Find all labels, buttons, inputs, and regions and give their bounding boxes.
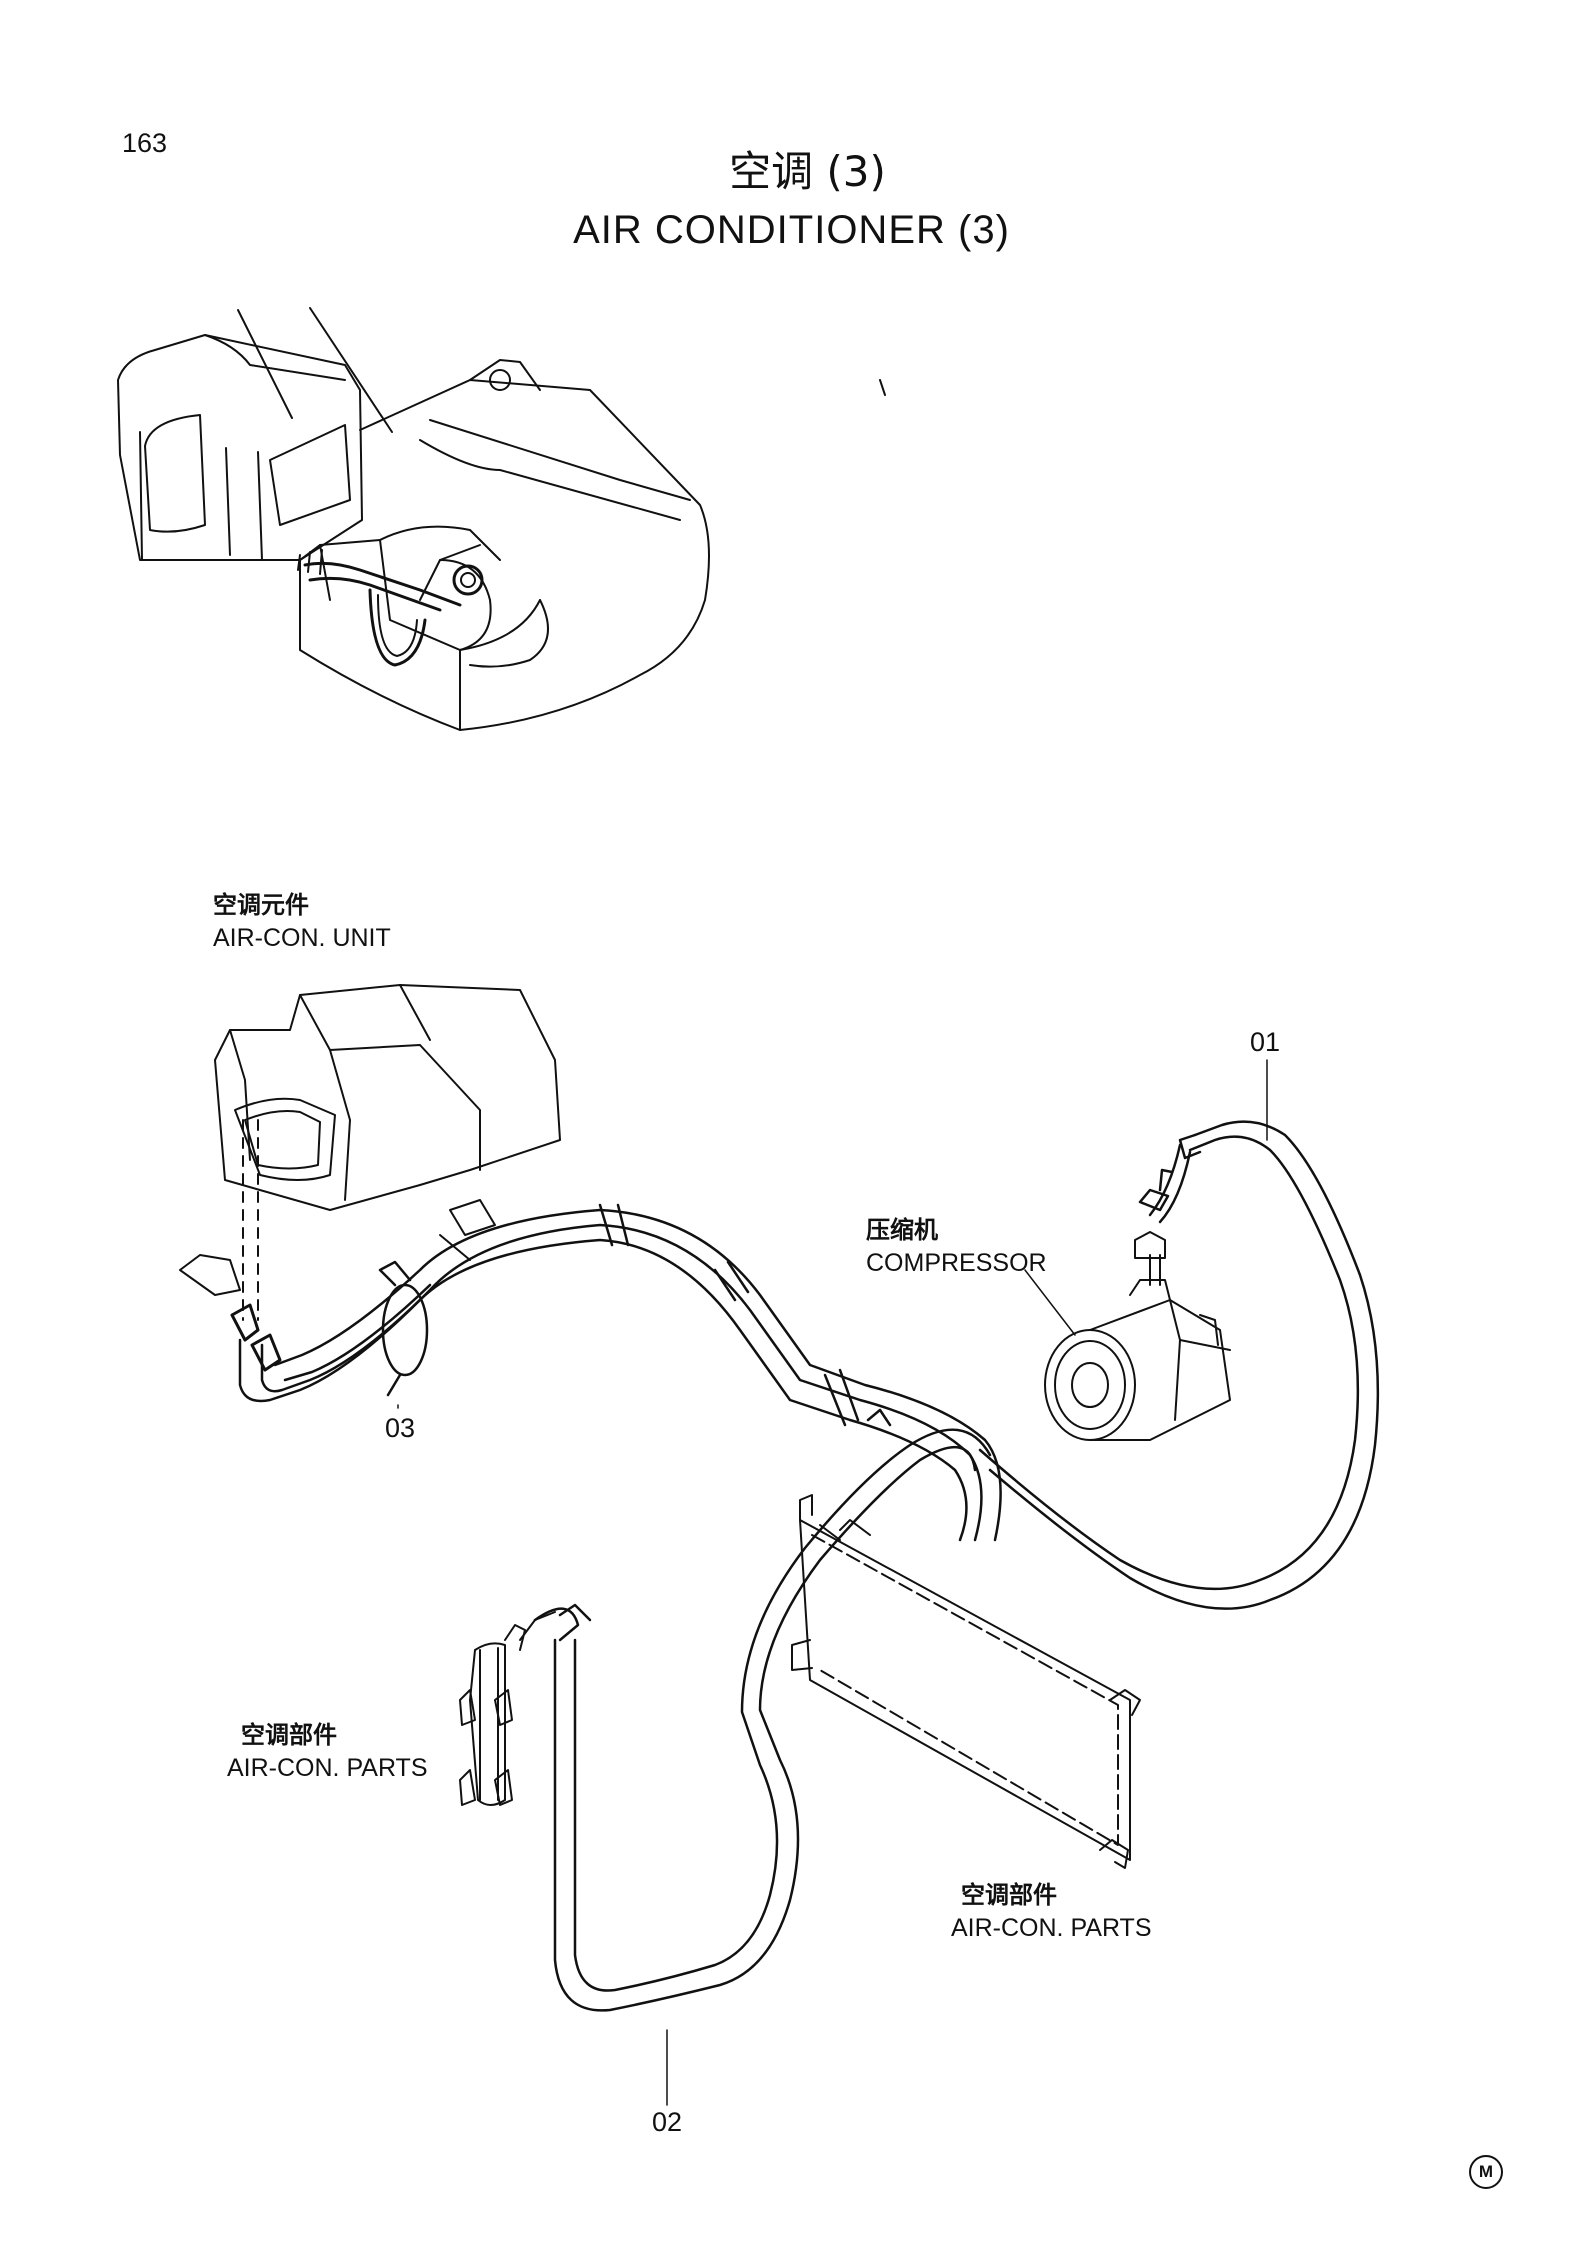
label-air-con-parts-right: 空调部件 AIR-CON. PARTS [951,1880,1152,1945]
title-english: AIR CONDITIONER (3) [573,207,1010,252]
compressor-illustration [1044,1231,1231,1441]
label-air-con-parts-left-zh: 空调部件 [241,1721,337,1749]
label-air-con-unit-en: AIR-CON. UNIT [213,923,391,952]
label-air-con-parts-left-en: AIR-CON. PARTS [227,1753,428,1782]
title-chinese: 空调 (3) [729,147,886,196]
label-air-con-parts-right-zh: 空调部件 [961,1881,1057,1909]
label-compressor: 压缩机 COMPRESSOR [866,1215,1047,1280]
label-compressor-zh: 压缩机 [866,1216,938,1244]
label-compressor-en: COMPRESSOR [866,1248,1047,1277]
label-air-con-parts-left: 空调部件 AIR-CON. PARTS [227,1720,428,1785]
callout-03: 03 [385,1413,416,1443]
label-air-con-unit: 空调元件 AIR-CON. UNIT [213,890,391,955]
machine-overview-illustration [117,307,886,731]
air-con-unit-illustration [179,984,561,1372]
hose-03 [238,1203,1002,1542]
corner-m-mark: M [1469,2155,1503,2189]
page-title: 空调 (3) AIR CONDITIONER (3) [0,146,1595,255]
label-air-con-unit-zh: 空调元件 [213,891,309,919]
label-air-con-parts-right-en: AIR-CON. PARTS [951,1913,1152,1942]
leader-compressor [1024,1269,1076,1336]
page-number: 163 [122,128,168,158]
receiver-dryer-illustration [459,1611,556,1806]
condenser-illustration [791,1494,1141,1869]
hose-01 [978,1120,1380,1610]
callout-02: 02 [652,2107,683,2137]
hose-02 [533,1428,992,2012]
callout-01: 01 [1250,1027,1281,1057]
